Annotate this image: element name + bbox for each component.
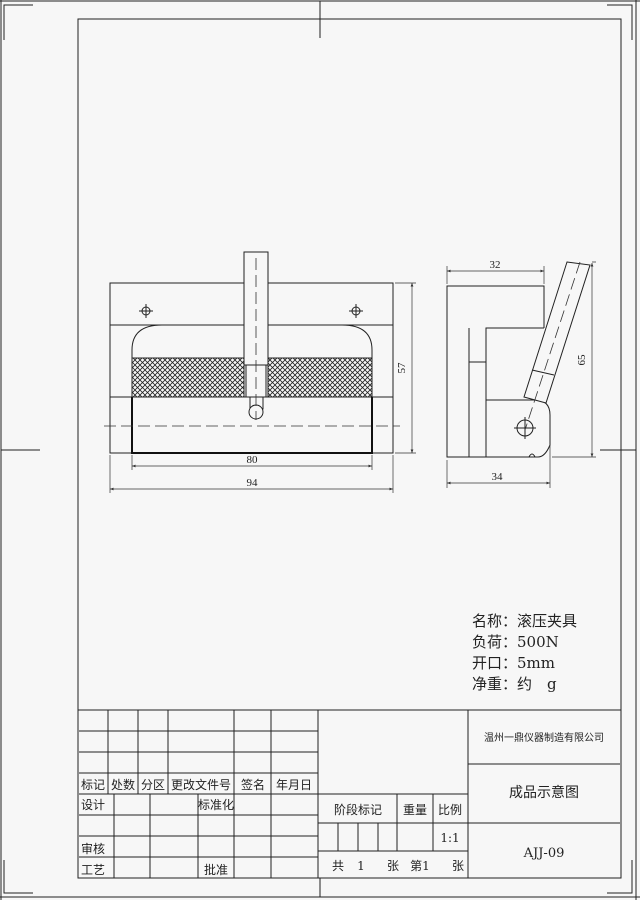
scale-label: 比例 <box>438 803 462 817</box>
design-label: 设计 <box>81 798 105 812</box>
name-label: 名称： <box>472 612 517 630</box>
front-view: 57 80 94 <box>104 251 416 493</box>
header-date: 年月日 <box>276 778 312 792</box>
header-count: 处数 <box>111 777 135 792</box>
sheets-total: 1 <box>357 859 365 873</box>
side-handle <box>523 261 591 431</box>
scale-value: 1:1 <box>440 831 459 845</box>
header-mark: 标记 <box>81 778 105 792</box>
opening-label: 开口： <box>472 654 517 672</box>
drawing-title: 成品示意图 <box>509 784 579 801</box>
svg-text:名称：滚压夹具: 名称：滚压夹具 <box>472 612 577 630</box>
name-value: 滚压夹具 <box>517 612 577 630</box>
dimension-80: 80 <box>247 454 259 466</box>
review-label: 审核 <box>81 841 105 856</box>
dimension-32: 32 <box>490 259 501 271</box>
mounting-hole-icon <box>139 304 363 318</box>
process-label: 工艺 <box>81 863 105 877</box>
sheets-unit: 张 <box>387 859 399 873</box>
drawing-number: AJJ-09 <box>523 846 565 861</box>
load-label: 负荷： <box>472 633 517 651</box>
dimension-94: 94 <box>247 477 259 489</box>
side-view: 32 65 34 <box>446 259 596 488</box>
header-signature: 签名 <box>241 777 265 792</box>
svg-text:负荷：500N: 负荷：500N <box>472 633 559 651</box>
weight-label: 重量 <box>403 803 427 817</box>
stage-mark-label: 阶段标记 <box>334 802 382 817</box>
svg-text:开口：5mm: 开口：5mm <box>472 654 555 672</box>
opening-value: 5mm <box>517 654 555 672</box>
sheets-total-prefix: 共 <box>332 859 344 873</box>
weight-value: 约 g <box>517 675 557 693</box>
header-change-doc: 更改文件号 <box>171 777 231 792</box>
product-info: 名称：滚压夹具 负荷：500N 开口：5mm 净重：约 g <box>472 612 577 693</box>
standardize-label: 标准化 <box>198 798 234 812</box>
dimension-34: 34 <box>492 471 504 483</box>
approve-label: 批准 <box>204 862 228 877</box>
handle <box>243 251 269 420</box>
company-name: 温州一鼎仪器制造有限公司 <box>484 731 604 744</box>
header-zone: 分区 <box>141 778 165 792</box>
sheets-unit-2: 张 <box>452 859 464 873</box>
load-value: 500N <box>517 633 559 651</box>
dimension-65: 65 <box>576 354 588 366</box>
title-block: 标记 处数 分区 更改文件号 签名 年月日 设计 标准化 审核 工艺 批准 阶段… <box>77 709 622 879</box>
dimension-57: 57 <box>396 362 408 374</box>
svg-text:净重：约 g: 净重：约 g <box>472 675 557 693</box>
sheets-current: 第1 <box>410 859 430 873</box>
weight-label: 净重： <box>472 675 517 693</box>
